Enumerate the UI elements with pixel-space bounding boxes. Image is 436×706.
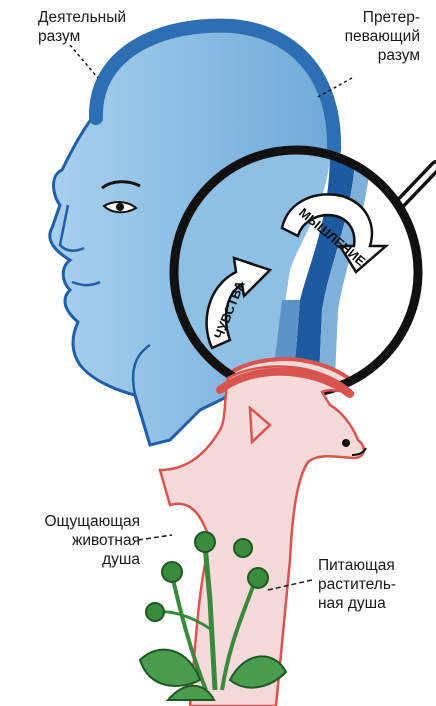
sensing-soul-label: Ощущающая животная душа <box>20 512 140 569</box>
active-mind-label: Деятельный разум <box>38 8 126 46</box>
passive-mind-label: Претер- певающий разум <box>345 8 420 65</box>
nourishing-soul-label: Питающая раститель- ная душа <box>318 556 396 613</box>
